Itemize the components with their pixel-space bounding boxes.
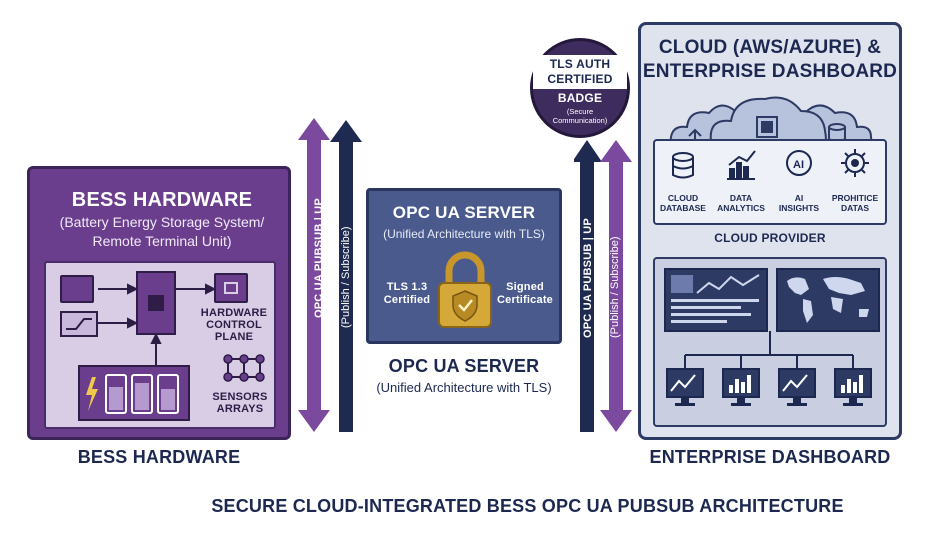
hardware-control-label: HARDWARE CONTROL PLANE	[200, 307, 268, 343]
world-map-icon	[776, 268, 880, 332]
enterprise-dashboard-graphics	[664, 268, 880, 406]
monitor-bar-chart-icon-2	[834, 368, 872, 406]
left-navy-up-arrow	[330, 120, 362, 432]
database-icon	[672, 152, 694, 179]
cloud-title-line1: CLOUD (AWS/AZURE) &	[658, 37, 882, 58]
monitor-line-chart-icon-2	[778, 368, 816, 406]
right-publish-subscribe-label: (Publish / Subscribe)	[609, 236, 621, 339]
bess-title: BESS HARDWARE	[71, 189, 253, 211]
svg-text:AI: AI	[793, 159, 804, 171]
dashboard-screen-icon	[664, 268, 768, 332]
converter-icon	[60, 311, 98, 337]
left-purple-double-arrow	[298, 118, 330, 432]
gear-icon	[841, 149, 869, 177]
ai-icon: AI	[786, 150, 812, 176]
processor-chip-icon	[136, 271, 176, 335]
battery-pack-icon	[78, 365, 190, 421]
sensors-label: SENSORS ARRAYS	[212, 391, 268, 415]
bess-hardware-panel: BESS HARDWARE (Battery Energy Storage Sy…	[27, 166, 291, 440]
controller-chip-icon	[60, 275, 94, 303]
right-pubsub-arrows	[574, 140, 632, 432]
right-navy-up-arrow	[574, 140, 602, 432]
signed-certificate-label: Signed Certificate	[497, 281, 553, 306]
bess-inner-panel: HARDWARE CONTROL PLANE SENSORS ARRAYS	[44, 261, 276, 429]
left-pubsub-label: OPC UA PUBSUB | UP	[313, 198, 325, 318]
opc-server-label-subtitle: (Unified Architecture with TLS)	[376, 380, 552, 395]
badge-subtext: (Secure Communication)	[552, 107, 608, 125]
cloud-enterprise-panel: CLOUD (AWS/AZURE) & ENTERPRISE DASHBOARD…	[638, 22, 902, 440]
left-pubsub-arrows	[298, 118, 362, 432]
monitor-line-chart-icon-1	[666, 368, 704, 406]
badge-label: BADGE	[557, 91, 603, 105]
service-icons: AI	[672, 149, 869, 180]
tls-auth-badge: TLS AUTH CERTIFIED BADGE (Secure Communi…	[530, 38, 630, 138]
padlock-icon	[438, 251, 492, 328]
sensor-array-icon	[223, 354, 265, 382]
tls-certified-label: TLS 1.3 Certified	[383, 281, 431, 306]
enterprise-dashboard-panel	[653, 257, 887, 427]
opc-ua-server-panel: OPC UA SERVER (Unified Architecture with…	[366, 188, 562, 344]
monitor-icons	[666, 368, 872, 406]
network-lines	[684, 331, 854, 369]
enterprise-dashboard-label: ENTERPRISE DASHBOARD	[649, 447, 891, 467]
cloud-title-line2: ENTERPRISE DASHBOARD	[642, 61, 898, 82]
bess-connection-lines	[98, 283, 217, 365]
bess-subtitle-line1: (Battery Energy Storage System/	[59, 214, 265, 230]
monitor-bar-chart-icon-1	[722, 368, 760, 406]
bess-hardware-label: BESS HARDWARE	[77, 447, 241, 467]
left-publish-subscribe-label: (Publish / Subscribe)	[340, 226, 352, 329]
analytics-icon	[727, 150, 756, 180]
right-pubsub-label: OPC UA PUBSUB | UP	[582, 218, 594, 338]
hardware-control-icon	[214, 273, 248, 303]
bess-subtitle-line2: Remote Terminal Unit)	[92, 233, 232, 249]
opc-server-label: OPC UA SERVER	[388, 356, 540, 376]
opc-server-subtitle: (Unified Architecture with TLS)	[383, 227, 545, 241]
cloud-provider-label: CLOUD PROVIDER	[714, 231, 826, 245]
opc-server-title: OPC UA SERVER	[392, 203, 536, 222]
right-purple-double-arrow	[600, 140, 632, 432]
architecture-footer-title: SECURE CLOUD-INTEGRATED BESS OPC UA PUBS…	[211, 496, 844, 516]
badge-certified-text: TLS AUTH CERTIFIED	[533, 55, 627, 89]
